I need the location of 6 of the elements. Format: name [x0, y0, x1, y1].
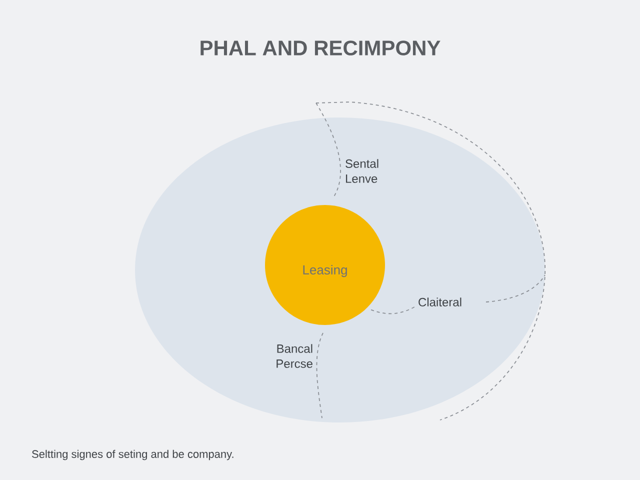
dashed-connector: [370, 306, 416, 314]
segment-label: Bancal Percse: [276, 344, 312, 368]
segment-label: Sental Lenve: [346, 159, 378, 183]
segment-label: Claiteral: [418, 298, 462, 306]
title: PHAL AND RECIMPONY: [200, 40, 440, 56]
caption: Seltting signes of seting and be company.: [32, 450, 234, 460]
